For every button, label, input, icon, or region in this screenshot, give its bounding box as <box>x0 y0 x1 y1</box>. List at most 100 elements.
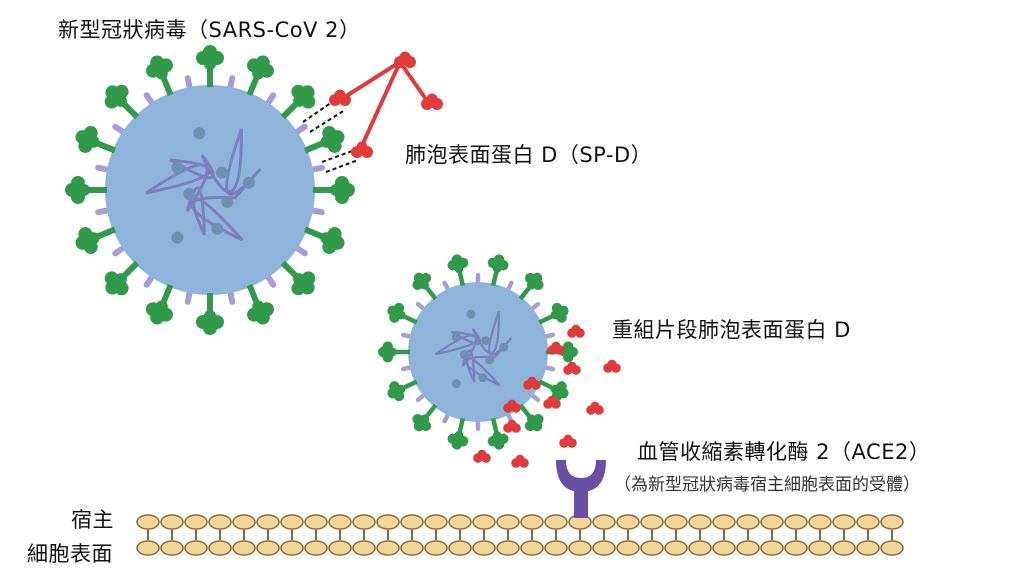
spike-stalk <box>95 140 116 154</box>
nucleocapsid-protein <box>221 195 234 208</box>
host-cell-membrane <box>136 514 904 556</box>
lipid-head <box>472 540 496 556</box>
spike-protein <box>315 121 350 158</box>
spike-stalk <box>280 100 300 120</box>
nucleocapsid-protein <box>171 161 184 174</box>
rfhspd-label: 重組片段肺泡表面蛋白 D <box>612 318 851 342</box>
lipid-head <box>640 514 664 530</box>
lipid-head <box>448 514 472 530</box>
lipid-head <box>208 514 232 530</box>
lipid-head <box>544 540 568 556</box>
spike-protein <box>445 252 471 276</box>
spike-stalk <box>120 100 140 120</box>
nucleocapsid-protein <box>459 350 469 360</box>
lipid-head <box>688 540 712 556</box>
spike-protein <box>70 121 105 158</box>
nucleocapsid-protein <box>242 176 255 189</box>
nucleocapsid-protein <box>211 222 224 235</box>
nucleocapsid-protein <box>183 187 196 200</box>
spike-protein <box>141 295 178 330</box>
nucleocapsid-protein <box>171 231 184 244</box>
spd-arm <box>338 60 402 102</box>
lipid-head <box>808 514 832 530</box>
spike-protein <box>70 222 105 259</box>
lipid-head <box>520 514 544 530</box>
lipid-head <box>592 540 616 556</box>
spike-stalk <box>424 403 438 419</box>
lipid-head <box>280 514 304 530</box>
nucleocapsid-protein <box>478 373 488 383</box>
lipid-head <box>400 514 424 530</box>
large-virus-particle <box>65 45 355 335</box>
spd-head <box>329 89 351 106</box>
binding-line <box>325 159 359 173</box>
spike-stalk <box>95 226 116 240</box>
lipid-head <box>736 540 760 556</box>
spd-fragment <box>586 401 604 415</box>
lipid-head <box>256 540 280 556</box>
host-label-line2: 細胞表面 <box>27 542 113 566</box>
spike-stalk <box>246 284 260 305</box>
lipid-head <box>616 540 640 556</box>
virus-envelope <box>105 85 315 295</box>
spd-arm <box>358 61 402 151</box>
lipid-head <box>664 514 688 530</box>
spike-protein <box>546 299 573 327</box>
lipid-head <box>136 540 160 556</box>
lipid-head <box>232 514 256 530</box>
spike-stalk <box>490 270 499 287</box>
receptor-cup <box>556 460 606 492</box>
spike-protein <box>485 252 511 276</box>
lipid-head <box>856 540 880 556</box>
lipid-head <box>304 540 328 556</box>
lipid-head <box>760 514 784 530</box>
lipid-head <box>712 514 736 530</box>
spike-stalk <box>518 403 532 419</box>
lipid-head <box>208 540 232 556</box>
spike-stalk <box>538 379 555 391</box>
lipid-head <box>496 540 520 556</box>
lipid-head <box>784 514 808 530</box>
spike-stalk <box>280 260 300 280</box>
viral-rna <box>434 310 513 387</box>
sp-d-protein <box>302 51 443 173</box>
spike-protein <box>445 428 471 452</box>
nucleocapsid-protein <box>451 332 461 342</box>
spd-fragment <box>563 361 581 375</box>
spike-stalk <box>304 226 325 240</box>
spike-protein <box>196 45 224 70</box>
lipid-head <box>400 540 424 556</box>
lipid-head <box>448 540 472 556</box>
lipid-head <box>232 540 256 556</box>
lipid-head <box>184 540 208 556</box>
virus-envelope <box>408 282 548 422</box>
spike-stalk <box>120 260 140 280</box>
host-label-line1: 宿主 <box>71 508 114 532</box>
spike-protein <box>141 50 178 85</box>
spike-protein <box>383 299 410 327</box>
spd-head <box>351 141 373 158</box>
lipid-head <box>328 514 352 530</box>
lipid-head <box>376 540 400 556</box>
lipid-head <box>664 540 688 556</box>
nucleocapsid-protein <box>215 166 228 179</box>
spike-protein <box>383 377 410 405</box>
spd-label: 肺泡表面蛋白 D（SP-D） <box>405 143 653 167</box>
small-virus-particle <box>378 252 578 452</box>
spike-protein <box>242 295 279 330</box>
ace2-label: 血管收縮素轉化酶 2（ACE2） <box>637 440 931 464</box>
virus-label: 新型冠狀病毒（SARS-CoV 2） <box>58 18 361 42</box>
spike-stalk <box>424 285 438 301</box>
nucleocapsid-protein <box>466 309 476 319</box>
lipid-head <box>712 540 736 556</box>
spike-protein <box>65 176 90 204</box>
lipid-head <box>376 514 400 530</box>
lipid-head <box>424 540 448 556</box>
lipid-head <box>256 514 280 530</box>
lipid-head <box>688 514 712 530</box>
spike-protein <box>242 50 279 85</box>
nucleocapsid-protein <box>451 379 461 389</box>
spike-protein <box>330 176 355 204</box>
spd-fragment <box>567 324 585 338</box>
